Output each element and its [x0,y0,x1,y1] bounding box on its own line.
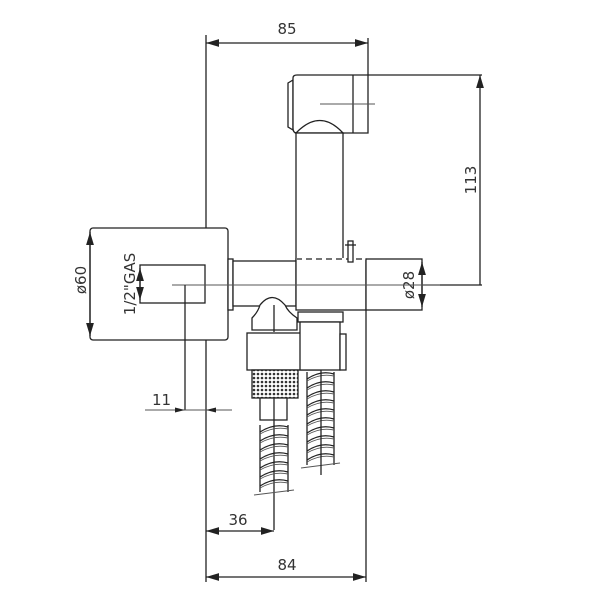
dimension-label: 85 [277,20,296,38]
hose-coil [259,443,289,451]
hose-coil [259,470,289,478]
dimension-113: 113 [368,74,484,286]
dimension-label: ø60 [72,266,90,294]
dimension-label: 1/2"GAS [121,253,139,315]
hand-shower-head [287,74,375,134]
hose-coil [259,434,289,442]
dimension-label: 36 [228,511,247,529]
dimension-85: 85 [206,20,369,75]
hose-coil [259,452,289,460]
hose-left [253,425,295,496]
hose-coil [259,479,289,487]
dimension-84: 84 [206,310,367,582]
dimension-label: 84 [277,556,296,574]
valve-body: ø28 [227,240,426,311]
dimension-36: 36 [206,511,274,535]
hose-connector [246,296,347,530]
dimension-label: 113 [462,166,480,195]
dimension-label: 11 [152,391,171,409]
knurled-nut [251,369,299,399]
hose-coil [259,461,289,469]
dimension-11: 11 [145,285,232,413]
wall-flange: ø60 1/2"GAS [72,227,229,341]
hose-coil [259,425,289,433]
